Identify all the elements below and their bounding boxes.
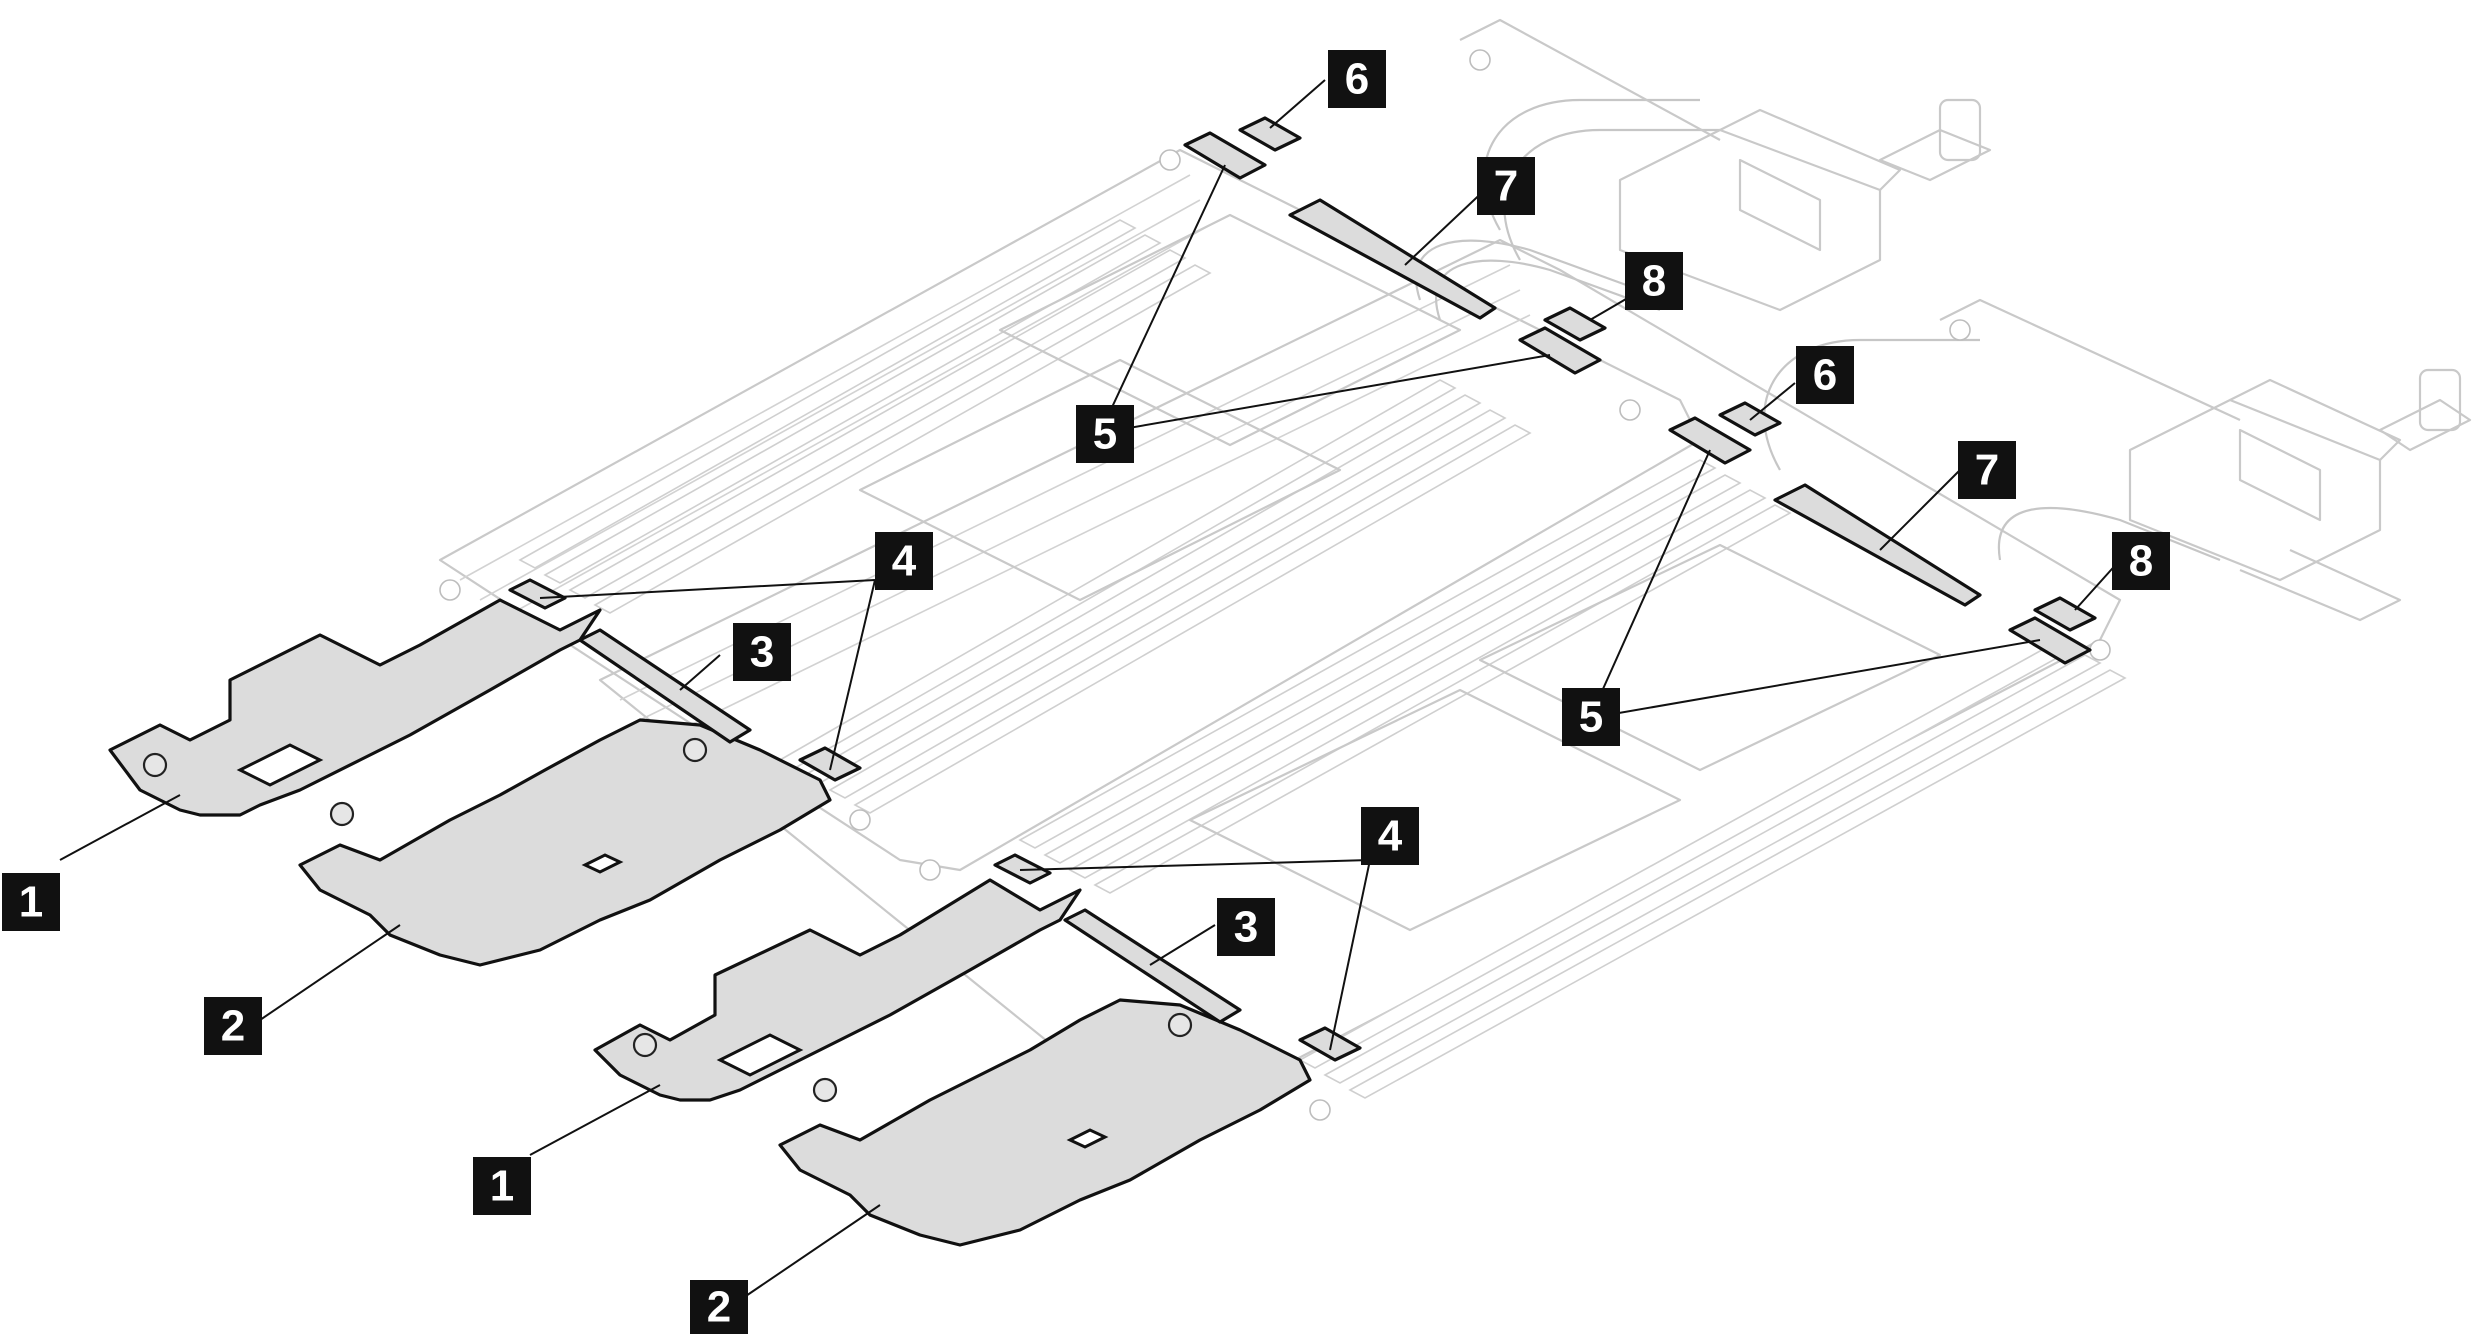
standoff-screw (919, 859, 941, 881)
cpu-socket-outline (1478, 543, 1942, 772)
putty-pad-6 (1238, 116, 1302, 152)
putty-pad-2-screw (1167, 1012, 1193, 1038)
quick-connect-valve (1459, 18, 1992, 312)
cpu-socket-outline (858, 358, 1342, 602)
putty-pad-3 (1063, 908, 1242, 1024)
putty-pad-5 (1183, 131, 1267, 180)
putty-pad-2 (298, 718, 832, 967)
callout-label: 7 (1494, 162, 1518, 211)
callout-label: 8 (1642, 257, 1666, 306)
quick-connect-valve (1939, 298, 2472, 622)
callout-label: 5 (1093, 410, 1117, 459)
putty-pad-1-screw (329, 801, 355, 827)
putty-pad-5 (1668, 416, 1752, 465)
callout-1: 1 (473, 1157, 531, 1215)
callout-label: 1 (19, 878, 43, 927)
callout-label: 3 (750, 628, 774, 677)
callout-label: 7 (1975, 446, 1999, 495)
callout-label: 5 (1579, 693, 1603, 742)
standoff-screw (1469, 49, 1491, 71)
putty-pad-2-screw (682, 737, 708, 763)
putty-pad-2 (778, 998, 1312, 1247)
callout-5: 5 (1562, 688, 1620, 746)
callout-label: 3 (1234, 903, 1258, 952)
callout-label: 1 (490, 1162, 514, 1211)
putty-pad-1-screw (142, 752, 168, 778)
callout-3: 3 (733, 623, 791, 681)
putty-pad-1-cutout (236, 743, 324, 787)
water-pipe (1997, 506, 2221, 562)
putty-pad-5 (2008, 616, 2092, 665)
putty-pad-7 (1773, 483, 1982, 607)
water-loop-assembly-lineart (438, 18, 2472, 1122)
callout-label: 4 (892, 537, 917, 586)
callout-label: 8 (2129, 537, 2153, 586)
callout-label: 2 (707, 1283, 731, 1332)
callout-6: 6 (1796, 346, 1854, 404)
standoff-screw (1619, 399, 1641, 421)
dimm-row-node1 (518, 219, 1532, 814)
putty-pad-1-screw (812, 1077, 838, 1103)
callout-2: 2 (690, 1280, 748, 1334)
putty-pad-7 (1288, 198, 1497, 320)
callout-4: 4 (875, 532, 933, 590)
callout-label: 6 (1345, 55, 1369, 104)
putty-pad-3 (578, 628, 752, 744)
putty-pad-4 (1298, 1026, 1362, 1062)
water-pipe (1503, 128, 1720, 261)
callout-label: 2 (221, 1002, 245, 1051)
standoff-screw (1159, 149, 1181, 171)
putty-pad-2-cutout (581, 853, 624, 874)
callout-5: 5 (1076, 405, 1134, 463)
standoff-screw (2089, 639, 2111, 661)
callout-1: 1 (2, 873, 60, 931)
callout-label: 4 (1378, 812, 1403, 861)
putty-pads (108, 116, 2097, 1247)
standoff-screw (439, 579, 461, 601)
putty-pad-1 (593, 878, 1082, 1102)
callout-8: 8 (2112, 532, 2170, 590)
leader-lines (59, 79, 2121, 1301)
callout-6: 6 (1328, 50, 1386, 108)
putty-pad-5 (1518, 326, 1602, 375)
callout-label: 6 (1813, 351, 1837, 400)
standoff-screw (1949, 319, 1971, 341)
callout-2: 2 (204, 997, 262, 1055)
callout-4: 4 (1361, 807, 1419, 865)
callout-7: 7 (1477, 157, 1535, 215)
putty-pad-1-cutout (716, 1033, 804, 1077)
putty-pad-1-screw (632, 1032, 658, 1058)
putty-pad-8 (2033, 596, 2097, 632)
standoff-screw (849, 809, 871, 831)
cpu-socket-outline (1188, 688, 1682, 932)
putty-pad-8 (1543, 306, 1607, 342)
callout-3: 3 (1217, 898, 1275, 956)
cpu-socket-outline (998, 213, 1462, 447)
putty-pad-4 (798, 746, 862, 782)
standoff-screw (1309, 1099, 1331, 1121)
callout-7: 7 (1958, 441, 2016, 499)
water-pipe (1763, 338, 1980, 471)
water-pipe (1435, 259, 1661, 321)
putty-pad-2-cutout (1066, 1128, 1109, 1149)
putty-pad-4 (508, 578, 567, 610)
callout-8: 8 (1625, 252, 1683, 310)
